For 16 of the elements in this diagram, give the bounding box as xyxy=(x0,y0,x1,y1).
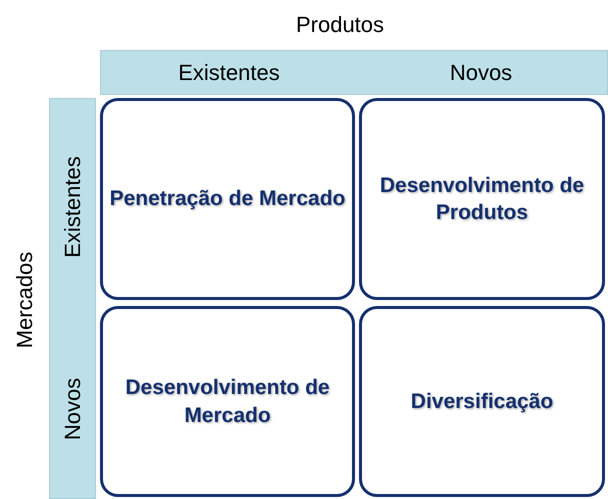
column-header: Novos xyxy=(450,60,512,86)
row-header: Novos xyxy=(60,378,86,440)
strategy-quadrant xyxy=(100,306,355,497)
column-header: Existentes xyxy=(178,60,280,86)
axis-title: Mercados xyxy=(12,252,38,348)
strategy-quadrant xyxy=(359,98,605,300)
quadrant-title: Desenvolvimento de Produtos xyxy=(378,172,586,226)
quadrant-title: Diversificação xyxy=(410,388,554,415)
quadrant-title: Penetração de Mercado xyxy=(108,186,346,212)
column-header-band xyxy=(100,50,608,95)
row-header: Existentes xyxy=(60,156,86,258)
strategy-quadrant xyxy=(359,306,605,497)
row-header-band xyxy=(49,98,96,499)
axis-title: Produtos xyxy=(296,12,384,38)
strategy-quadrant xyxy=(100,98,355,300)
quadrant-title: Desenvolvimento de Mercado xyxy=(124,375,331,428)
